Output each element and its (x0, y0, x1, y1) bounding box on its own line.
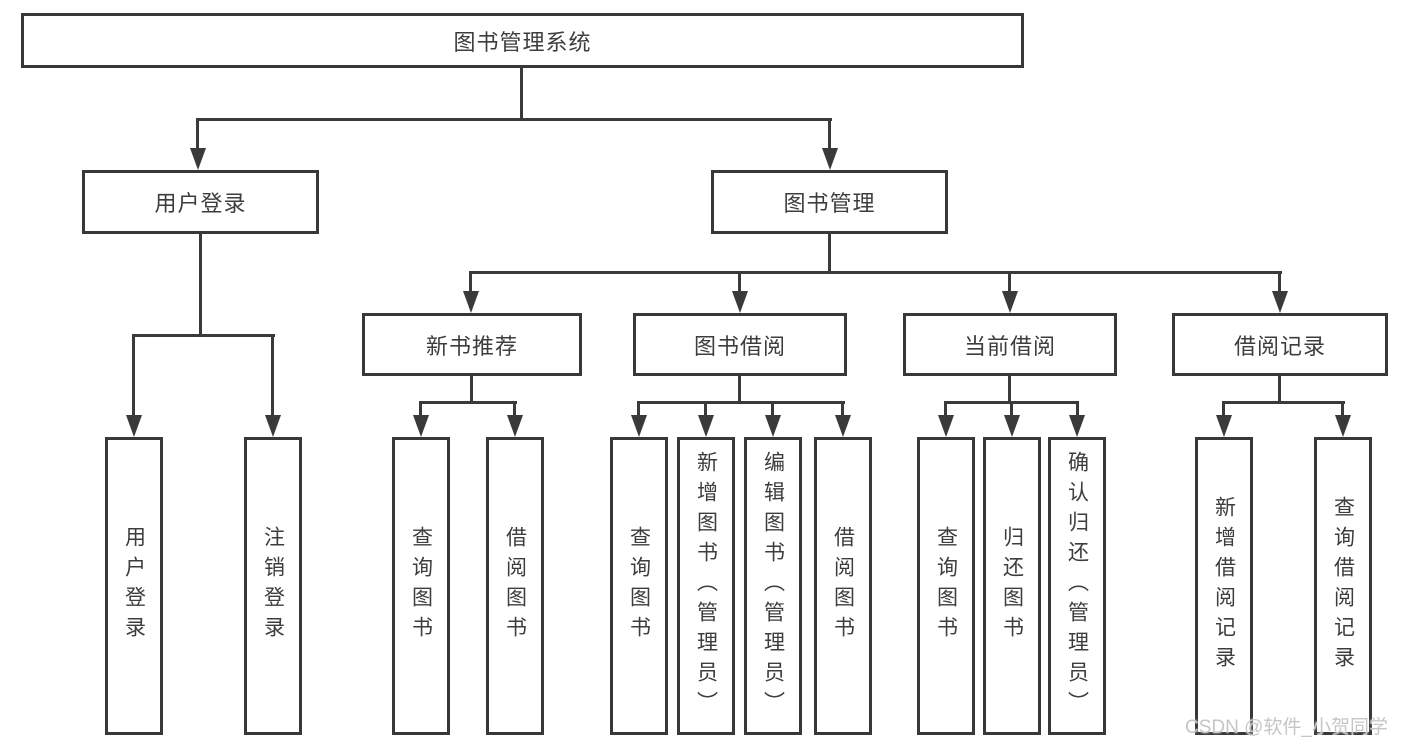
node-new-book-recommend-label: 新书推荐 (425, 333, 518, 359)
node-user-login-label: 用户登录 (154, 191, 247, 216)
node-book-management-label: 图书管理 (783, 191, 876, 216)
connector-drop (1010, 401, 1013, 418)
node-library-system-label: 图书管理系统 (453, 29, 592, 55)
connector-stem (738, 376, 741, 403)
connector-userlogin-bar (132, 334, 275, 337)
node-borrowing-records-label: 借阅记录 (1233, 333, 1326, 359)
connector-drop (944, 401, 947, 418)
node-user-login: 用户登录 (82, 170, 319, 234)
connector-root-bar (196, 118, 832, 121)
leaf-query-books-borrowing: 查询图书 (610, 437, 668, 735)
leaf-query-books-current: 查询图书 (917, 437, 975, 735)
node-library-system: 图书管理系统 (21, 13, 1024, 68)
node-book-borrowing-label: 图书借阅 (693, 333, 786, 359)
connector-bookmgmt-bar (469, 271, 1282, 274)
leaf-user-login: 用户登录 (105, 437, 163, 735)
arrow-down-icon (938, 415, 954, 437)
arrow-down-icon (265, 415, 281, 437)
arrow-down-icon (1216, 415, 1232, 437)
leaf-logout: 注销登录 (244, 437, 302, 735)
connector-stem (1008, 376, 1011, 403)
leaf-query-borrow-record-label: 查询借阅记录 (1331, 496, 1355, 676)
leaf-confirm-return-admin-label: 确认归还（管理员） (1065, 451, 1089, 721)
arrow-down-icon (765, 415, 781, 437)
leaf-borrow-books-recommend-label: 借阅图书 (503, 526, 527, 646)
watermark: CSDN @软件_小贺同学 (1185, 717, 1388, 738)
arrow-down-icon (732, 291, 748, 313)
leaf-add-books-admin: 新增图书（管理员） (677, 437, 735, 735)
node-book-management: 图书管理 (711, 170, 948, 234)
arrow-down-icon (126, 415, 142, 437)
leaf-add-borrow-record: 新增借阅记录 (1195, 437, 1253, 735)
arrow-down-icon (1002, 291, 1018, 313)
connector-drop (637, 401, 640, 418)
connector-drop (271, 334, 274, 417)
leaf-borrow-books-borrowing-label: 借阅图书 (831, 526, 855, 646)
arrow-down-icon (507, 415, 523, 437)
connector-stem (1278, 376, 1281, 403)
connector-bar (1222, 401, 1345, 404)
arrow-down-icon (698, 415, 714, 437)
node-book-borrowing: 图书借阅 (633, 313, 847, 376)
node-current-borrowing-label: 当前借阅 (963, 333, 1056, 359)
connector-drop (1222, 401, 1225, 418)
node-new-book-recommend: 新书推荐 (362, 313, 582, 376)
arrow-down-icon (822, 148, 838, 170)
node-current-borrowing: 当前借阅 (903, 313, 1117, 376)
connector-drop (704, 401, 707, 418)
connector-drop (1008, 271, 1011, 294)
arrow-down-icon (190, 148, 206, 170)
arrow-down-icon (835, 415, 851, 437)
connector-drop (1076, 401, 1079, 418)
leaf-confirm-return-admin: 确认归还（管理员） (1048, 437, 1106, 735)
leaf-return-books: 归还图书 (983, 437, 1041, 735)
connector-bar (637, 401, 845, 404)
leaf-edit-books-admin-label: 编辑图书（管理员） (761, 451, 785, 721)
arrow-down-icon (463, 291, 479, 313)
leaf-borrow-books-borrowing: 借阅图书 (814, 437, 872, 735)
leaf-query-books-borrowing-label: 查询图书 (627, 526, 651, 646)
arrow-down-icon (1272, 291, 1288, 313)
arrow-down-icon (631, 415, 647, 437)
node-borrowing-records: 借阅记录 (1172, 313, 1388, 376)
connector-drop (513, 401, 516, 418)
leaf-edit-books-admin: 编辑图书（管理员） (744, 437, 802, 735)
leaf-add-borrow-record-label: 新增借阅记录 (1212, 496, 1236, 676)
arrow-down-icon (1004, 415, 1020, 437)
connector-drop (738, 271, 741, 294)
connector-stem (470, 376, 473, 403)
leaf-query-books-current-label: 查询图书 (934, 526, 958, 646)
connector-drop (828, 118, 831, 151)
connector-bookmgmt-stem (828, 234, 831, 273)
leaf-borrow-books-recommend: 借阅图书 (486, 437, 544, 735)
connector-drop (841, 401, 844, 418)
leaf-query-borrow-record: 查询借阅记录 (1314, 437, 1372, 735)
leaf-query-books-recommend-label: 查询图书 (409, 526, 433, 646)
connector-drop (469, 271, 472, 294)
leaf-add-books-admin-label: 新增图书（管理员） (694, 451, 718, 721)
leaf-query-books-recommend: 查询图书 (392, 437, 450, 735)
leaf-return-books-label: 归还图书 (1000, 526, 1024, 646)
leaf-user-login-label: 用户登录 (122, 526, 146, 646)
connector-drop (1341, 401, 1344, 418)
connector-root-stem (520, 68, 523, 121)
connector-drop (771, 401, 774, 418)
leaf-logout-label: 注销登录 (261, 526, 285, 646)
connector-drop (1278, 271, 1281, 294)
connector-userlogin-stem (199, 234, 202, 335)
connector-drop (196, 118, 199, 151)
arrow-down-icon (1069, 415, 1085, 437)
connector-drop (419, 401, 422, 418)
arrow-down-icon (1335, 415, 1351, 437)
arrow-down-icon (413, 415, 429, 437)
connector-drop (132, 334, 135, 417)
connector-bar (419, 401, 517, 404)
